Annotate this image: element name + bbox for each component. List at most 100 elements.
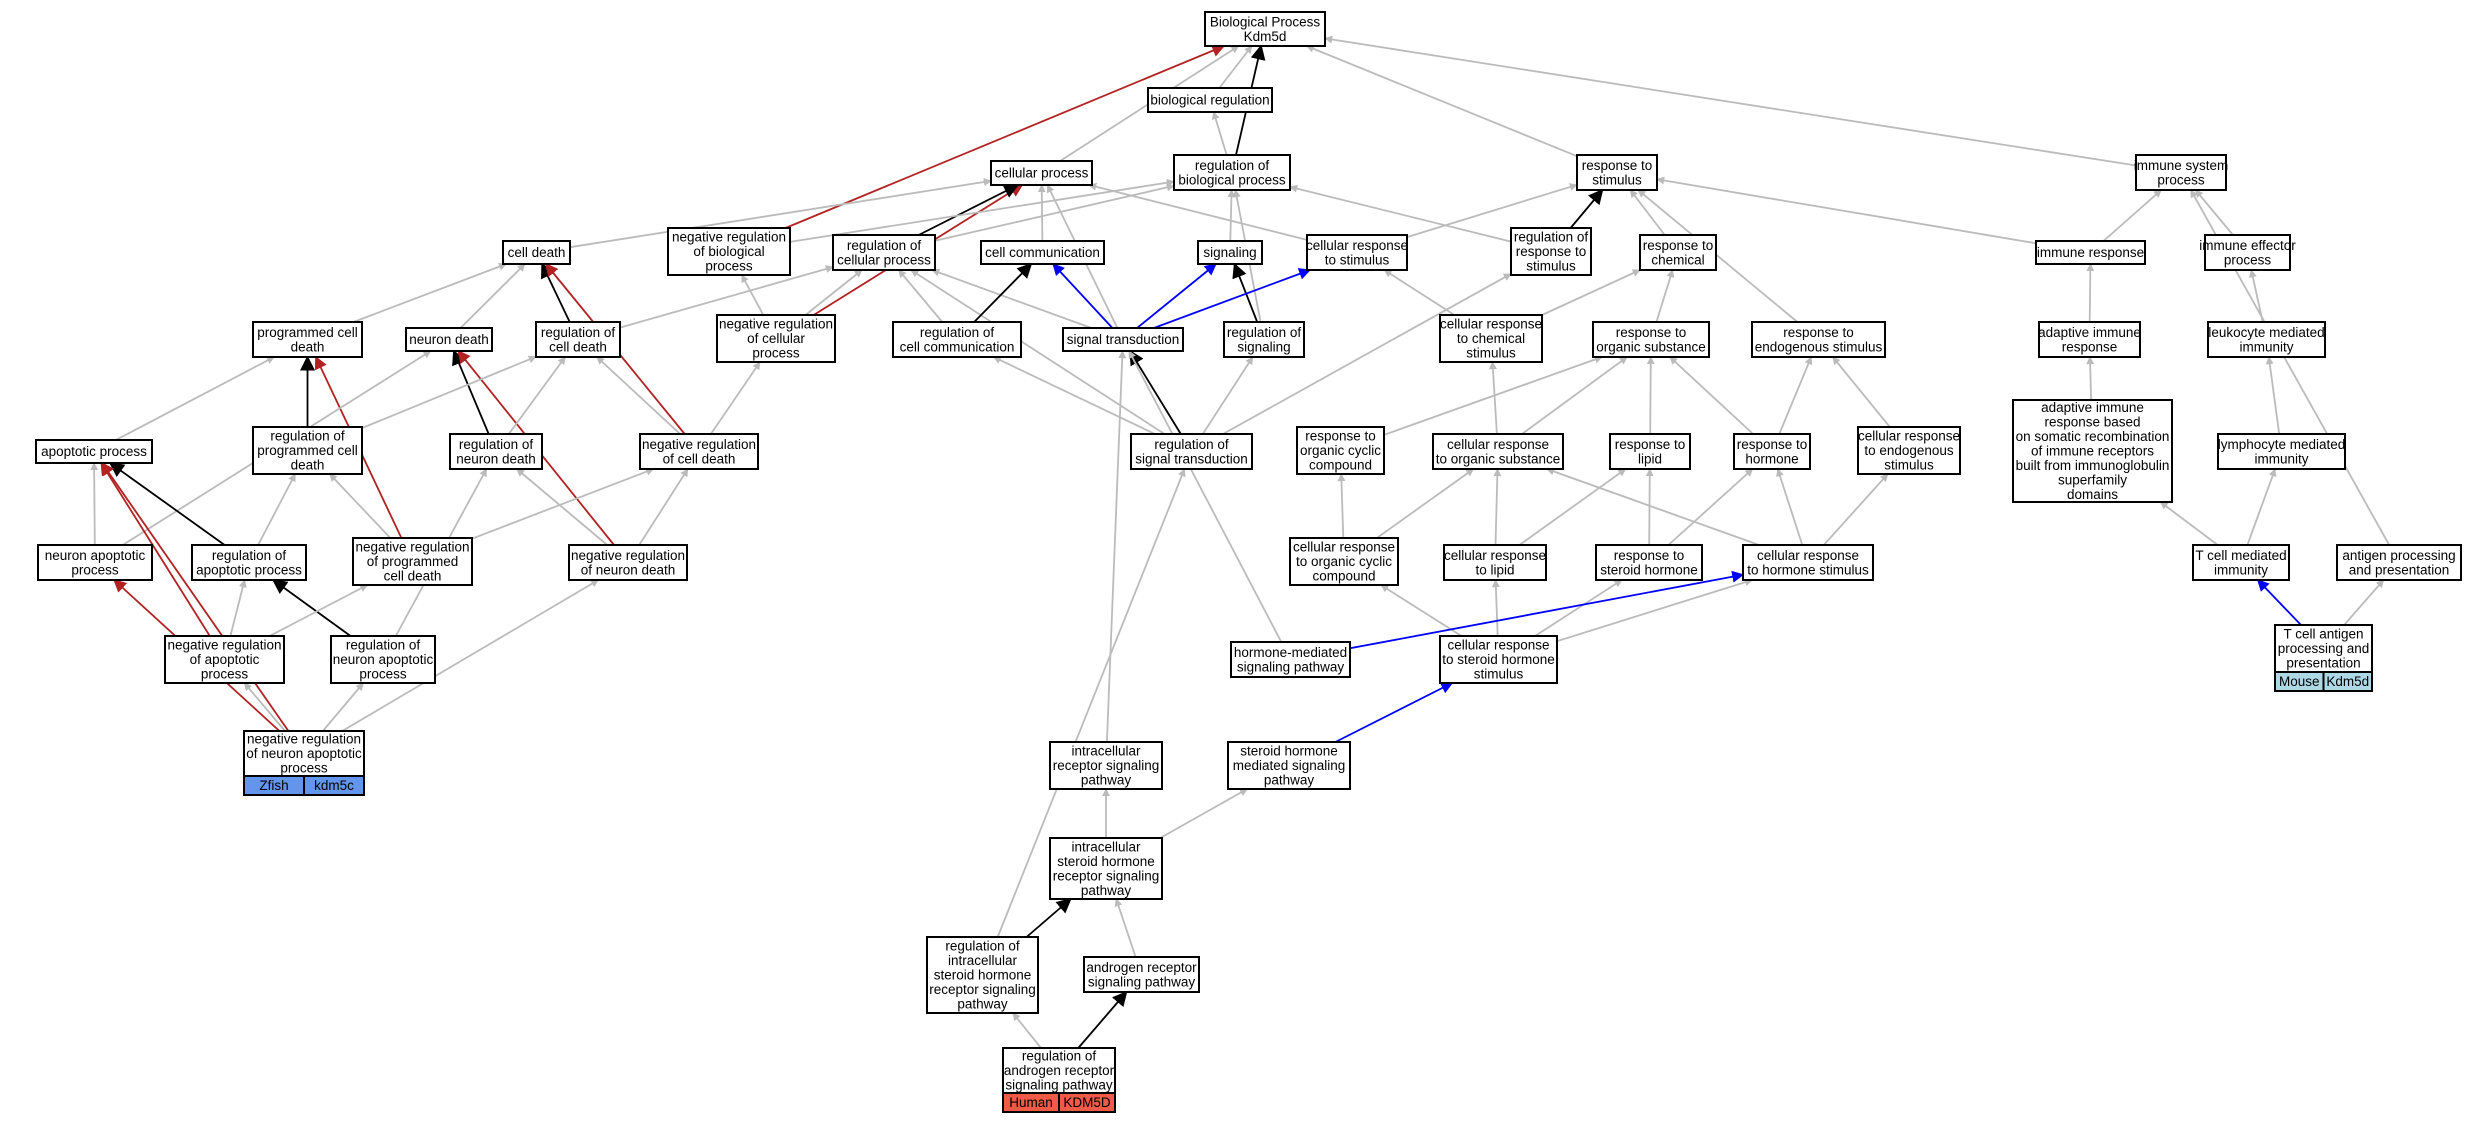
go-term-box [1130,433,1253,470]
go-term-label-line: hormone [1745,451,1798,466]
go-term-box [405,327,493,352]
edge-resp-to-bp [1305,45,1578,158]
go-term-label-line: T cell mediated [2195,548,2286,563]
edge-regcp-to-cproc [918,184,1020,236]
go-term-label-line: signal transduction [1067,332,1180,347]
gene-label: KDM5D [1063,1095,1111,1110]
go-term-box [252,426,363,475]
edge-tcell-to-lymph [2246,468,2277,546]
go-term-label-line: immune effector [2199,238,2296,253]
go-term-label-line: cellular response [1444,548,1546,563]
edge-imeff-to-imsys [2194,189,2234,236]
go-term-label-line: negative regulation [355,540,469,555]
go-term-sigtrans[interactable]: signal transduction [1062,327,1184,352]
edge-negregnap-to-negregap [243,682,286,732]
go-term-ccomm[interactable]: cell communication [980,240,1105,265]
edge-regst-to-regcp [910,269,1165,435]
go-term-label-line: regulation of [920,325,995,340]
go-term-signaling[interactable]: signaling [1197,240,1263,265]
go-term-breg[interactable]: biological regulation [1147,87,1273,113]
edge-crster-to-crocc [1380,584,1462,637]
go-term-label-line: and presentation [2349,562,2450,577]
go-term-label-line: steroid hormone [1600,562,1698,577]
go-term-label-line: of neuron death [581,562,676,577]
go-term-label-line: process [2224,252,2272,267]
go-term-box [1857,426,1961,475]
edge-hormsig-to-crhorm [1349,570,1745,650]
go-term-label-line: process [71,562,119,577]
edge-negregnd-to-negregcd [638,468,689,546]
go-term-apop[interactable]: apoptotic process [35,439,153,464]
edge-crster-to-crhorm [1556,578,1753,643]
go-term-label-line: immunity [2214,562,2268,577]
species-label: Human [1009,1095,1053,1110]
go-term-label-line: response to [1305,429,1376,444]
go-term-cproc[interactable]: cellular process [990,160,1093,186]
go-term-imresp[interactable]: immune response [2035,240,2146,265]
go-term-box [1049,837,1163,900]
go-term-label-line: stimulus [1592,172,1642,187]
gene-label: Kdm5d [2326,674,2369,689]
go-term-box [2204,234,2291,271]
go-term-celldeath[interactable]: cell death [502,240,571,265]
edge-adaptim-to-imresp [2086,263,2095,323]
go-term-neurondeath[interactable]: neuron death [405,327,493,352]
go-term-label-line: adaptive immune [2038,325,2141,340]
go-term-box [1733,433,1811,470]
edge-resplipid-to-resporg [1646,356,1655,435]
